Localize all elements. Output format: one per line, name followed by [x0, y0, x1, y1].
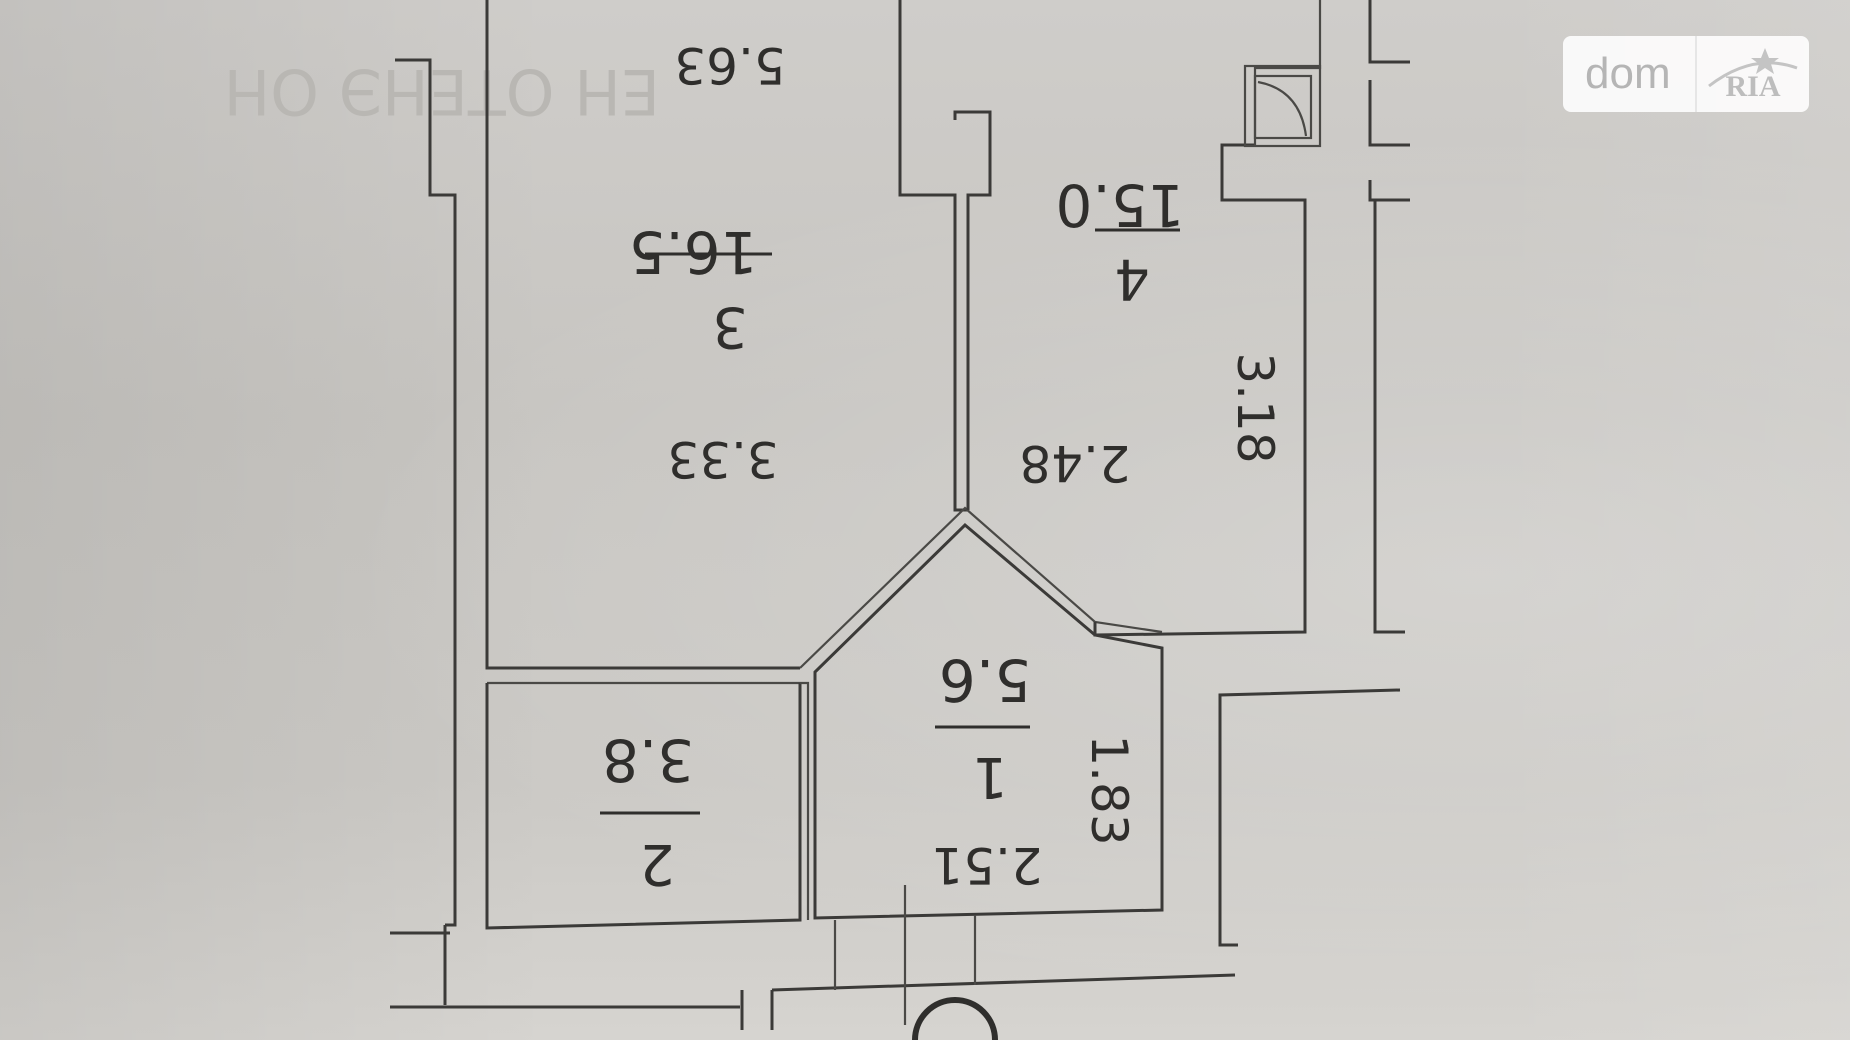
room-4-number: 4: [1114, 246, 1150, 311]
room-1-dim-length: 1.83: [1080, 734, 1138, 845]
room-3-dim-width: 3.33: [667, 430, 778, 488]
room-4-dim-width: 2.48: [1019, 434, 1130, 492]
room-4-area: 15.0: [1055, 171, 1184, 239]
room-1-outer-walls: [799, 506, 1163, 669]
right-corridor-wall: [1373, 198, 1410, 634]
room-4-right-wall: [1093, 143, 1307, 637]
right-wall-mid: [1368, 80, 1410, 147]
room-1-number: 1: [972, 744, 1008, 809]
ria-logo-mark: RIA: [1708, 48, 1798, 102]
right-wall-top: [1368, 0, 1410, 64]
room-3-dim-length: 5.63: [674, 36, 785, 94]
room-1-area: 5.6: [939, 646, 1031, 714]
room-4-dim-length: 3.18: [1226, 352, 1284, 463]
ventilation-shaft-arc: [1257, 80, 1308, 137]
watermark-word: dom: [1585, 49, 1671, 98]
room-2-right-double: [800, 681, 810, 920]
room-2-area: 3.8: [602, 726, 694, 794]
room-2-number: 2: [639, 831, 675, 896]
room-3-left-wall: [485, 0, 800, 670]
room-3-right-wall: [898, 0, 968, 512]
room-3-area: 16.5: [628, 218, 757, 286]
dom-ria-watermark: dom RIA: [1563, 36, 1809, 112]
watermark-mark-text: RIA: [1725, 70, 1780, 102]
room-3-number: 3: [712, 294, 748, 359]
ventilation-shaft-inner: [1253, 74, 1313, 140]
bleed-through-text: ЕН ОТЕНЭ ОН: [224, 55, 660, 128]
room-2-box: [485, 683, 802, 930]
right-lower-wall: [1218, 688, 1401, 947]
watermark-separator: [1695, 36, 1697, 112]
room-4-left-wall: [953, 110, 992, 510]
room-1-dim-width: 2.51: [931, 836, 1042, 894]
ventilation-shaft: [1243, 64, 1322, 148]
outer-wall-left: [395, 58, 457, 927]
wall-bottom-right: [771, 973, 1236, 992]
section-marker-circle: [912, 997, 998, 1040]
svg-text:ЕН ОТЕНЭ ОН: ЕН ОТЕНЭ ОН: [224, 55, 660, 128]
ria-logo-icon: RIA: [1697, 46, 1809, 102]
